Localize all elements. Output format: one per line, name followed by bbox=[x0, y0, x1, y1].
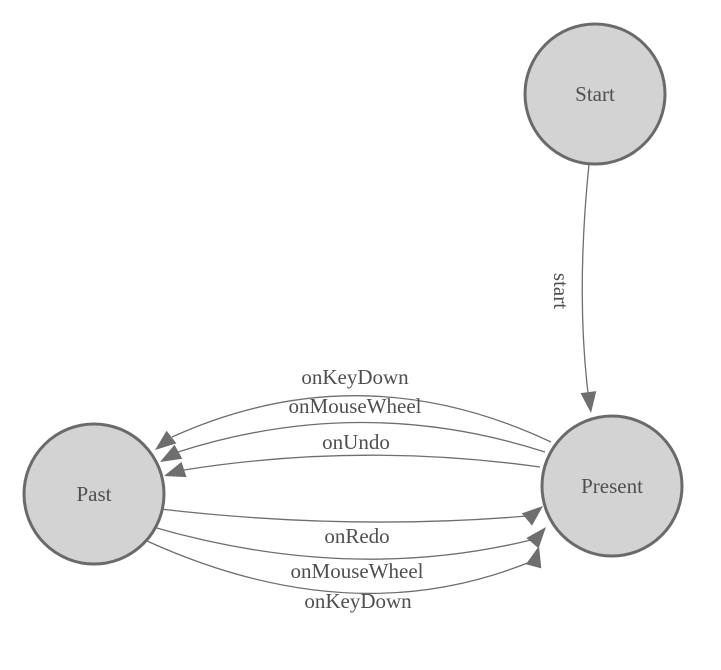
edge-label-onredo: onRedo bbox=[324, 524, 389, 548]
edge-past-to-present-onmousewheel-line bbox=[152, 526, 532, 560]
edge-start-to-present-line bbox=[581, 163, 590, 394]
node-present: Present bbox=[540, 414, 684, 558]
node-present-circle bbox=[540, 414, 684, 558]
edge-past-to-present-onmousewheel: onMouseWheel bbox=[152, 526, 546, 583]
edge-past-to-present-onkeydown: onKeyDown bbox=[146, 540, 542, 613]
edge-present-to-past-onundo-line bbox=[183, 454, 541, 471]
arrowhead-into-past-3-icon bbox=[164, 461, 187, 478]
node-start-label: Start bbox=[575, 82, 615, 106]
edge-present-to-past-onundo: onUndo bbox=[164, 430, 541, 478]
arrowhead-into-present-1-icon bbox=[521, 506, 543, 526]
arrowhead-into-present-top-icon bbox=[580, 391, 597, 413]
arrowhead-into-present-2-icon bbox=[526, 527, 546, 549]
edge-label-start: start bbox=[549, 273, 573, 309]
edge-label-onkeydown-top: onKeyDown bbox=[301, 365, 409, 389]
edge-start-to-present: start bbox=[549, 163, 597, 413]
arrowhead-into-past-2-icon bbox=[160, 444, 183, 462]
arrowhead-into-past-1-icon bbox=[155, 430, 177, 450]
edge-past-to-present-onredo-line bbox=[159, 508, 528, 523]
edge-present-to-past-onkeydown-line bbox=[171, 395, 552, 443]
edge-label-onmousewheel-bottom: onMouseWheel bbox=[291, 559, 424, 583]
node-start: Start bbox=[523, 22, 667, 166]
edge-present-to-past-onmousewheel: onMouseWheel bbox=[160, 394, 546, 462]
edge-past-to-present-onkeydown-line bbox=[146, 540, 531, 595]
edge-past-to-present-onredo: onRedo bbox=[159, 506, 543, 548]
node-present-label: Present bbox=[581, 474, 643, 498]
edge-label-onundo: onUndo bbox=[322, 430, 390, 454]
node-past-circle bbox=[22, 422, 166, 566]
arrowhead-into-present-3-icon bbox=[525, 546, 542, 569]
edge-present-to-past-onkeydown: onKeyDown bbox=[155, 365, 552, 450]
node-start-circle bbox=[523, 22, 667, 166]
edge-present-to-past-onmousewheel-line bbox=[177, 421, 546, 453]
node-past-label: Past bbox=[76, 482, 111, 506]
edge-label-onmousewheel-top: onMouseWheel bbox=[289, 394, 422, 418]
edge-label-onkeydown-bottom: onKeyDown bbox=[304, 589, 412, 613]
node-past: Past bbox=[22, 422, 166, 566]
